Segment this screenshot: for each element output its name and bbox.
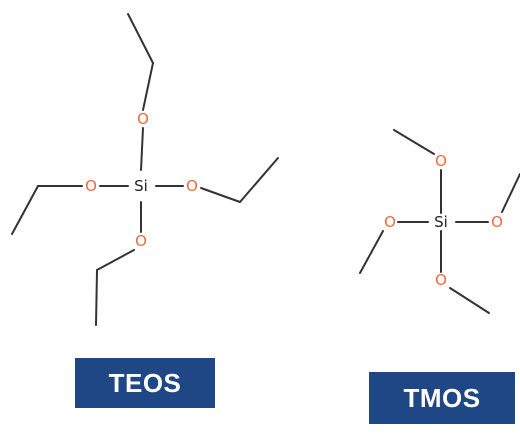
tmos-name-badge: TMOS [369,372,515,424]
teos-bond-si-o-top [140,127,144,171]
tmos-bond-o-left-ch3 [359,230,384,274]
tmos-name-label: TMOS [403,382,481,413]
teos-name-badge: TEOS [75,358,215,408]
teos-bond-o-right-ch2 [200,187,241,203]
teos-bond-top-ch2-ch3 [127,13,154,64]
teos-atom-o-right: O [186,177,198,195]
teos-atom-o-left: O [85,177,97,195]
teos-bond-o-top-ch2 [142,62,154,111]
tmos-atom-o-bottom: O [435,271,447,289]
tmos-atom-si: Si [434,213,448,231]
teos-name-label: TEOS [108,367,182,398]
tmos-atom-o-left: O [384,213,396,231]
tmos-atom-o-top: O [435,152,447,170]
tmos-atom-o-right: O [491,213,503,231]
tmos-structure: Si O O O O [359,129,520,314]
teos-bond-bottom-ch2-ch3 [95,269,98,326]
teos-atom-o-bottom: O [135,232,147,250]
teos-bond-left-ch2-ch3 [11,185,39,235]
teos-atom-o-top: O [137,110,149,128]
teos-bond-right-ch2-ch3 [239,157,279,203]
teos-structure: Si O O O O [11,13,279,326]
teos-bond-o-bottom-ch2 [96,249,135,271]
tmos-bond-o-top-ch3 [393,129,435,155]
tmos-bond-o-right-ch3 [501,173,520,213]
tmos-bond-o-bottom-ch3 [449,287,490,314]
teos-atom-si: Si [134,177,148,195]
